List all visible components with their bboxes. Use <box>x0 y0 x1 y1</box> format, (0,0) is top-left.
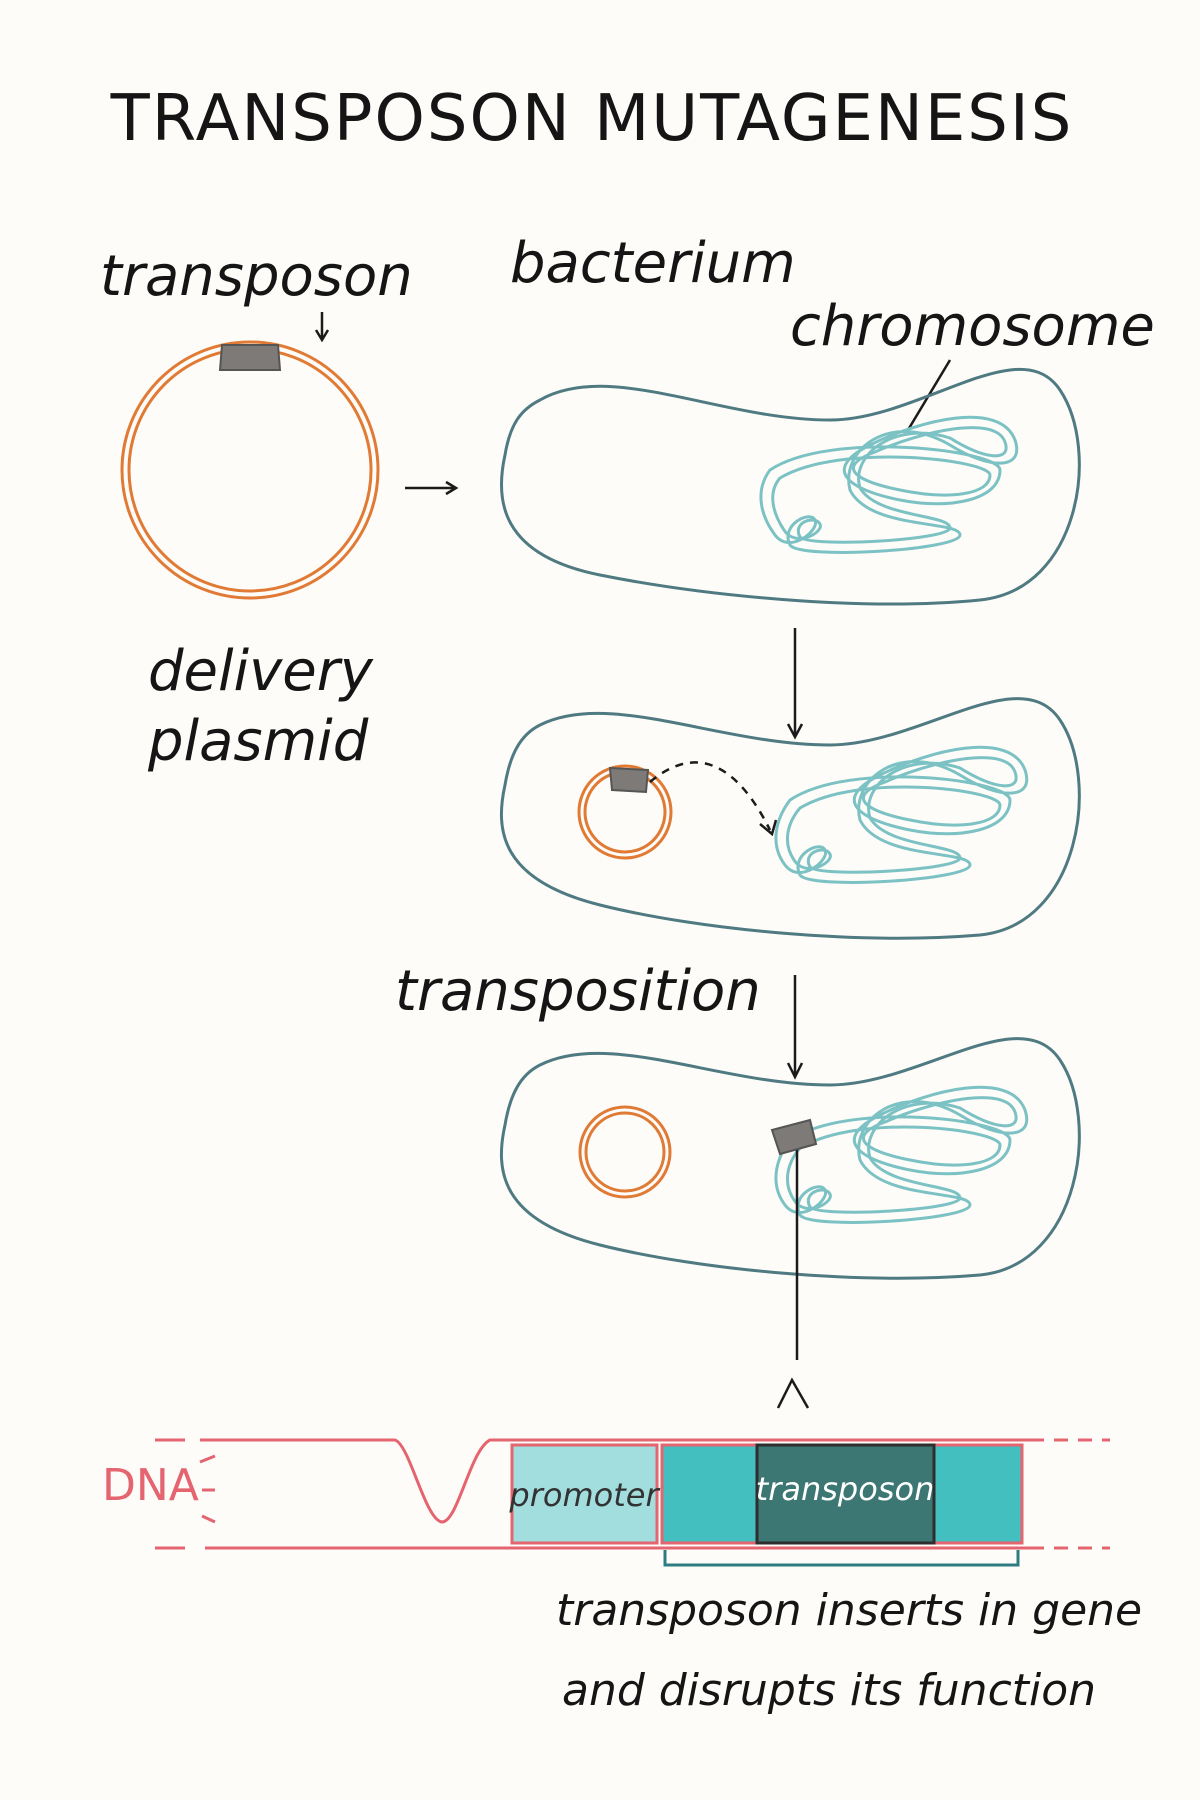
transposon-pointer-arrow <box>314 312 330 343</box>
delivery-label: delivery <box>148 639 374 704</box>
gene-transposon-label: transposon <box>756 1470 935 1508</box>
plasmid-3-inner <box>584 1111 666 1193</box>
promoter-label: promoter <box>508 1476 660 1514</box>
transposition-dashed-arrow <box>649 761 772 831</box>
dna-label: DNA <box>102 1460 199 1511</box>
chromosome-1 <box>759 415 1019 554</box>
insertion-caret <box>776 1377 810 1409</box>
promoter-box <box>510 1443 659 1545</box>
gene-transposon-box <box>755 1443 936 1545</box>
chromosome-3-inner <box>785 1096 1018 1214</box>
caption-line-2: and disrupts its function <box>562 1665 1096 1716</box>
chromosome-3-transposon-block <box>770 1118 818 1156</box>
chromosome-label: chromosome <box>790 294 1155 359</box>
transposition-arrowhead <box>759 819 778 837</box>
diagram-title: TRANSPOSON MUTAGENESIS <box>110 82 1074 156</box>
transposon-label: transposon <box>100 244 413 309</box>
bacterium-label: bacterium <box>510 231 796 296</box>
chromosome-2-outer <box>774 745 1029 884</box>
bacterium-cell-2 <box>499 697 1081 940</box>
plasmid-in-cell-2 <box>577 764 673 860</box>
plasmid-transposon-block <box>218 344 282 371</box>
chromosome-3 <box>770 1085 1029 1224</box>
down-arrow-1 <box>786 628 804 740</box>
dna-strip: DNA promoter transposon <box>102 1438 1110 1550</box>
chromosome-3-outer <box>774 1085 1029 1224</box>
delivery-arrow <box>405 480 459 496</box>
chromosome-2-inner <box>785 756 1018 874</box>
bacterium-cell-1 <box>499 368 1081 606</box>
chromosome-2 <box>774 745 1029 884</box>
plasmid-2-transposon-block <box>608 766 650 794</box>
chromosome-strand-inner <box>771 426 1008 544</box>
plasmid-inner-ring <box>127 347 373 593</box>
plasmid-3-outer <box>578 1105 672 1199</box>
plasmid-in-cell-3 <box>578 1105 672 1199</box>
plasmid-label: plasmid <box>147 709 369 774</box>
delivery-plasmid <box>120 340 380 600</box>
plasmid-2-outer <box>577 764 673 860</box>
transposition-label: transposition <box>395 959 761 1024</box>
chromosome-strand-outer <box>759 415 1019 554</box>
plasmid-outer-ring <box>120 340 380 600</box>
dna-top-strand <box>155 1438 1030 1524</box>
down-arrow-2 <box>786 975 804 1080</box>
gene-bracket <box>663 1550 1020 1567</box>
dna-label-ticks <box>199 1454 216 1524</box>
caption-line-1: transposon inserts in gene <box>556 1585 1142 1636</box>
bacterium-cell-3 <box>499 1037 1081 1280</box>
